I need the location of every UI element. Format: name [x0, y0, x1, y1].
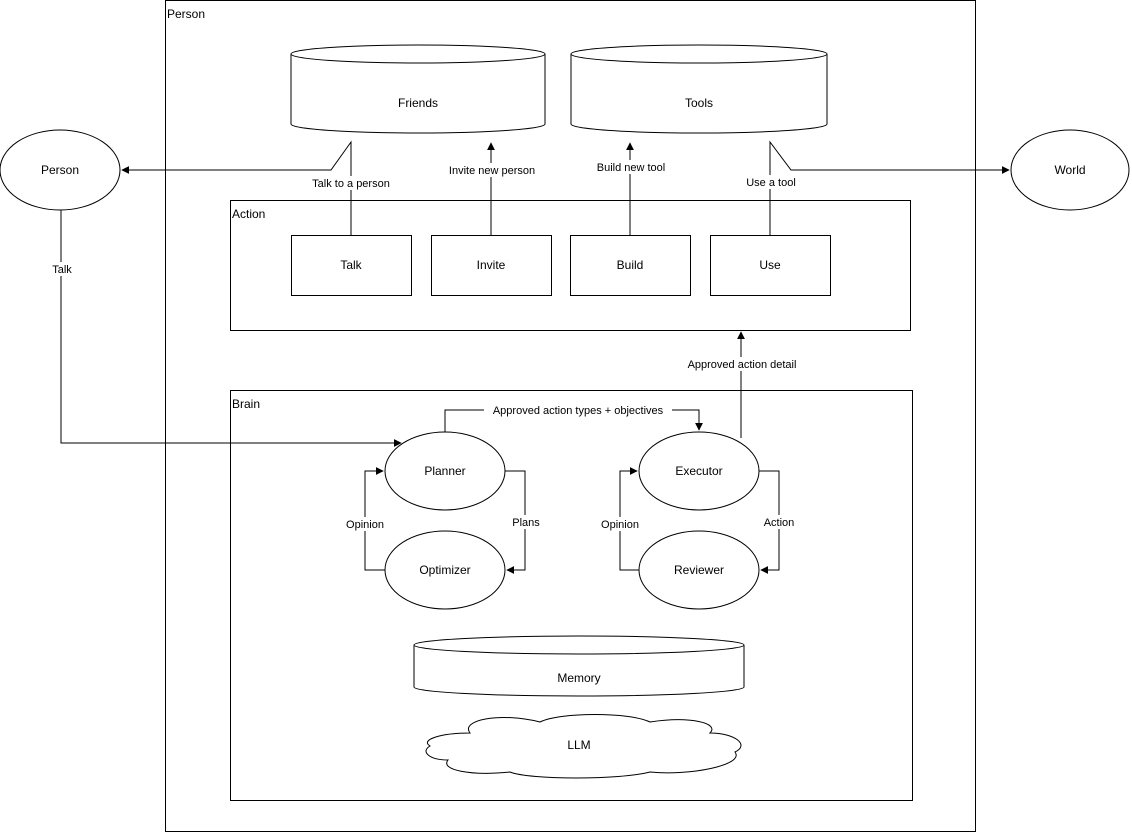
person-container-label: Person [167, 7, 205, 21]
edge-label-planner-opinion: Opinion [346, 519, 384, 531]
memory-database: Memory [413, 635, 745, 697]
talk-label: Talk [340, 258, 362, 272]
edge-label-approved-action-detail: Approved action detail [688, 359, 797, 371]
planner-label: Planner [424, 464, 465, 478]
edge-label-talk: Talk [52, 264, 72, 276]
edge-label-plans: Plans [512, 517, 540, 529]
invite-label: Invite [477, 258, 506, 272]
brain-container-label: Brain [232, 397, 260, 411]
llm-cloud: LLM [425, 714, 742, 779]
friends-label: Friends [398, 96, 438, 110]
build-box [570, 235, 691, 296]
use-box [710, 235, 831, 296]
edge-label-use-a-tool: Use a tool [746, 177, 796, 189]
edge-label-executor-opinion: Opinion [601, 519, 639, 531]
planner-node: Planner [384, 431, 506, 511]
memory-label: Memory [557, 671, 600, 685]
action-container [230, 200, 911, 331]
brain-container [230, 390, 913, 801]
edge-label-talk-to-person: Talk to a person [312, 178, 390, 190]
talk-box [291, 235, 412, 296]
edge-use-a-tool [769, 140, 1010, 235]
invite-box [431, 235, 552, 296]
llm-label: LLM [567, 738, 590, 752]
edge-person-talk-to-planner [60, 210, 402, 447]
build-label: Build [617, 258, 644, 272]
external-person-label: Person [41, 163, 79, 177]
edge-label-build-new-tool: Build new tool [597, 162, 666, 174]
reviewer-label: Reviewer [674, 563, 724, 577]
reviewer-node: Reviewer [638, 530, 760, 610]
world-label: World [1054, 163, 1085, 177]
optimizer-node: Optimizer [384, 530, 506, 610]
friends-database: Friends [290, 44, 546, 134]
executor-label: Executor [675, 464, 722, 478]
tools-database: Tools [570, 44, 828, 134]
executor-node: Executor [638, 431, 760, 511]
edge-label-action: Action [764, 517, 795, 529]
tools-label: Tools [685, 96, 713, 110]
edge-label-invite-new-person: Invite new person [449, 165, 535, 177]
use-label: Use [759, 258, 781, 272]
action-container-label: Action [232, 207, 265, 221]
edge-label-approved-action-types: Approved action types + objectives [493, 405, 664, 417]
person-container [165, 0, 976, 832]
optimizer-label: Optimizer [419, 563, 470, 577]
external-person-node: Person [0, 129, 121, 211]
world-node: World [1010, 129, 1130, 211]
